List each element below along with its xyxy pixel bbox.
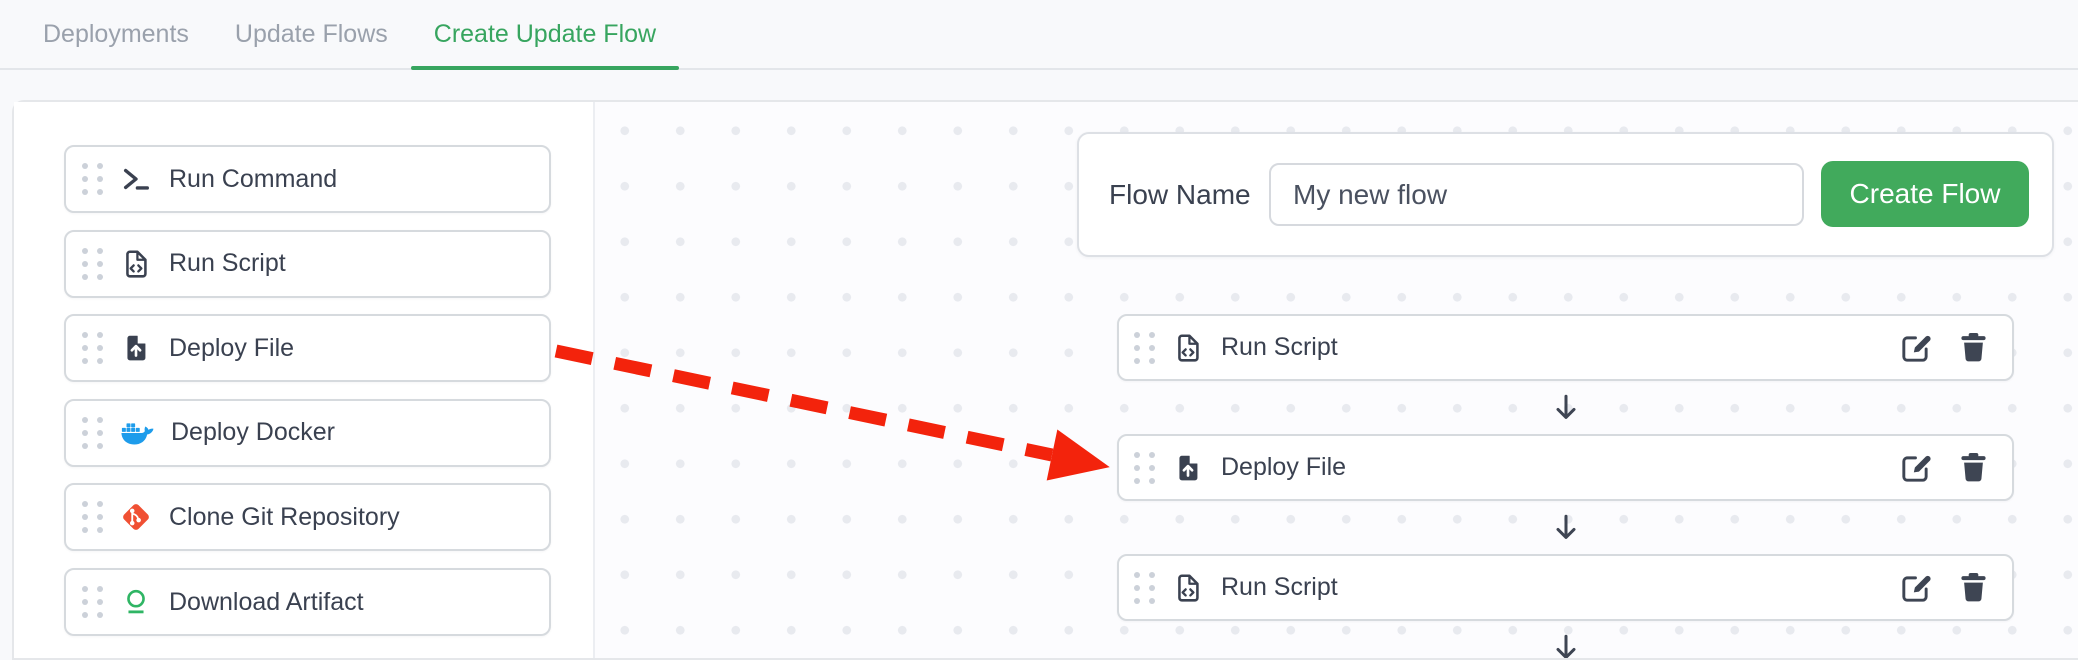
delete-step-button[interactable] (1959, 571, 1988, 604)
edit-step-button[interactable] (1898, 571, 1931, 604)
create-flow-button[interactable]: Create Flow (1821, 161, 2029, 227)
tab-update-flows[interactable]: Update Flows (212, 0, 411, 68)
palette-item-clone-git-repository[interactable]: Clone Git Repository (64, 483, 551, 551)
terminal-icon (120, 163, 152, 195)
delete-step-button[interactable] (1959, 331, 1988, 364)
palette-item-deploy-docker[interactable]: Deploy Docker (64, 399, 551, 467)
drag-handle-icon[interactable] (82, 501, 103, 533)
palette-item-label: Download Artifact (169, 588, 364, 617)
down-arrow-icon (1550, 512, 1582, 544)
delete-step-button[interactable] (1959, 451, 1988, 484)
drag-handle-icon[interactable] (82, 163, 103, 195)
git-icon (120, 501, 152, 533)
tab-bar: DeploymentsUpdate FlowsCreate Update Flo… (0, 0, 2078, 70)
flow-step-label: Deploy File (1221, 453, 1346, 482)
flow-step-label: Run Script (1221, 573, 1338, 602)
flow-canvas: Flow Name Create Flow Run Script Deploy … (595, 102, 2078, 658)
palette-item-label: Run Command (169, 165, 337, 194)
deploy-file-icon (120, 332, 152, 364)
drag-handle-icon[interactable] (82, 417, 103, 449)
trash-icon (1959, 571, 1988, 604)
flow-step-label: Run Script (1221, 333, 1338, 362)
artifact-icon (120, 586, 152, 618)
drag-handle-icon[interactable] (1134, 332, 1155, 364)
down-arrow-icon (1550, 392, 1582, 424)
script-file-icon (1172, 572, 1204, 604)
palette-item-label: Deploy File (169, 334, 294, 363)
flow-step-run-script-1[interactable]: Run Script (1117, 314, 2014, 381)
flow-connector-arrow (1117, 381, 2014, 434)
flow-step-deploy-file-2[interactable]: Deploy File (1117, 434, 2014, 501)
drag-handle-icon[interactable] (82, 586, 103, 618)
palette-item-label: Run Script (169, 249, 286, 278)
drag-handle-icon[interactable] (1134, 452, 1155, 484)
flow-step-run-script-3[interactable]: Run Script (1117, 554, 2014, 621)
palette-item-download-artifact[interactable]: Download Artifact (64, 568, 551, 636)
edit-step-button[interactable] (1898, 331, 1931, 364)
palette-item-run-script[interactable]: Run Script (64, 230, 551, 298)
step-palette: Run Command Run Script Deploy File Deplo… (14, 102, 595, 658)
drag-handle-icon[interactable] (1134, 572, 1155, 604)
drag-handle-icon[interactable] (82, 332, 103, 364)
trash-icon (1959, 331, 1988, 364)
drag-handle-icon[interactable] (82, 248, 103, 280)
deploy-file-icon (1172, 452, 1204, 484)
edit-icon (1898, 451, 1931, 484)
palette-item-deploy-file[interactable]: Deploy File (64, 314, 551, 382)
palette-item-label: Deploy Docker (171, 418, 335, 447)
flow-step-list: Run Script Deploy File Run Script (1117, 314, 2014, 658)
script-file-icon (120, 248, 152, 280)
flow-name-label: Flow Name (1109, 134, 1251, 255)
docker-icon (120, 420, 154, 446)
tab-create-update-flow[interactable]: Create Update Flow (411, 0, 679, 68)
edit-icon (1898, 331, 1931, 364)
flow-connector-arrow (1117, 501, 2014, 554)
down-arrow-icon (1550, 632, 1582, 659)
flow-name-card: Flow Name Create Flow (1077, 132, 2054, 257)
script-file-icon (1172, 332, 1204, 364)
edit-step-button[interactable] (1898, 451, 1931, 484)
tab-deployments[interactable]: Deployments (20, 0, 212, 68)
trash-icon (1959, 451, 1988, 484)
flow-name-input[interactable] (1269, 163, 1804, 226)
palette-item-run-command[interactable]: Run Command (64, 145, 551, 213)
edit-icon (1898, 571, 1931, 604)
main-panel: Run Command Run Script Deploy File Deplo… (12, 100, 2078, 660)
palette-item-label: Clone Git Repository (169, 503, 400, 532)
